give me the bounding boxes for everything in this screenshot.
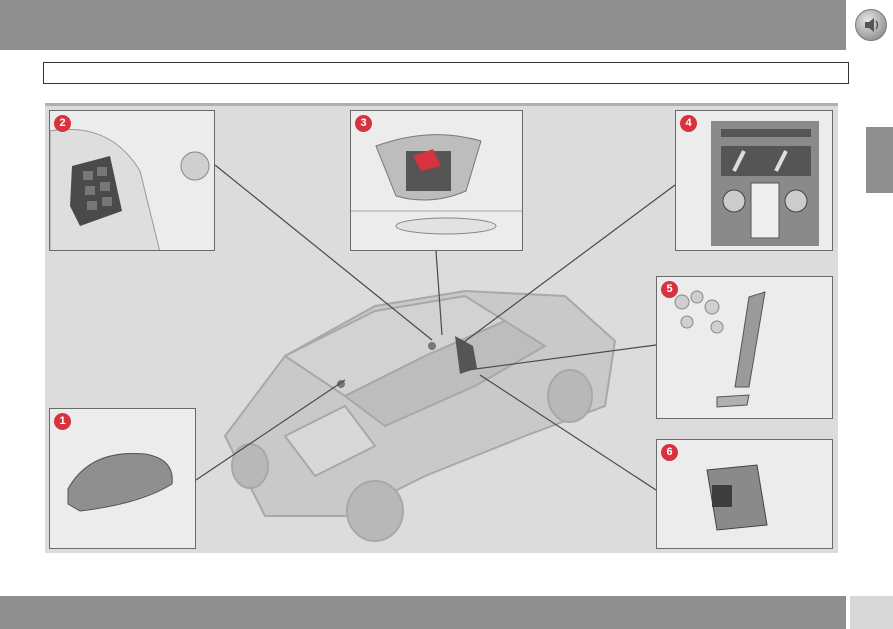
speaker-icon[interactable] xyxy=(855,9,887,41)
detail-panel-3: 3 xyxy=(350,110,523,251)
detail-panel-2: 2 xyxy=(49,110,215,251)
pedal-sensor-image xyxy=(674,290,766,408)
steering-wheel-buttons-image xyxy=(50,128,210,250)
header-bar xyxy=(0,0,846,50)
detail-panel-1: 1 xyxy=(49,408,196,549)
detail-panel-6: 6 xyxy=(656,439,833,549)
callout-badge-4: 4 xyxy=(680,115,697,132)
detail-panel-5: 5 xyxy=(656,276,833,419)
roof-antenna-image xyxy=(67,452,173,512)
center-console-image xyxy=(711,121,819,246)
callout-badge-1: 1 xyxy=(54,413,71,430)
callout-badge-2: 2 xyxy=(54,115,71,132)
callout-badge-5: 5 xyxy=(661,281,678,298)
chapter-side-tab[interactable] xyxy=(866,127,893,193)
section-title-box xyxy=(43,62,849,84)
control-module-image xyxy=(706,464,768,531)
overhead-console-image xyxy=(351,134,522,235)
callout-badge-6: 6 xyxy=(661,444,678,461)
page-number-area xyxy=(850,596,893,629)
footer-bar xyxy=(0,596,846,629)
detail-panel-4: 4 xyxy=(675,110,833,251)
callout-badge-3: 3 xyxy=(355,115,372,132)
